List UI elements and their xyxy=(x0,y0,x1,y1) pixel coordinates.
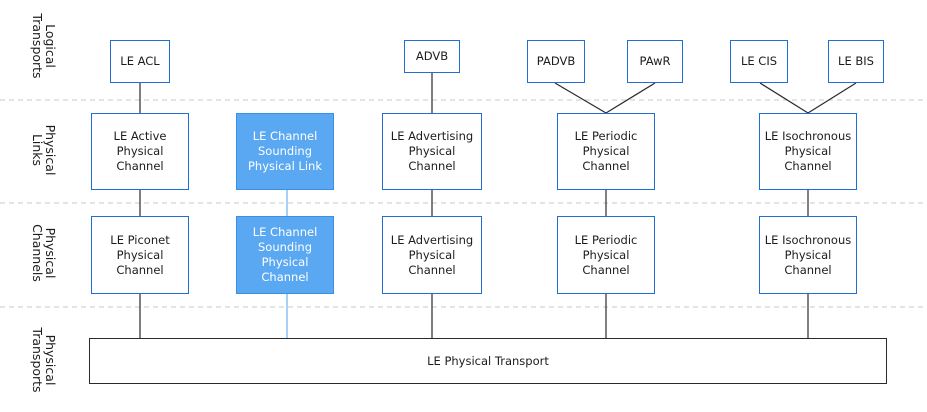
node-le-channel-sounding-physical-channel: LE Channel Sounding Physical Channel xyxy=(236,216,334,294)
connector-padvb xyxy=(554,82,607,114)
node-le-periodic-physical-channel-link: LE Periodic Physical Channel xyxy=(557,113,655,190)
node-le-periodic-physical-channel: LE Periodic Physical Channel xyxy=(557,216,655,294)
node-padvb: PADVB xyxy=(527,40,585,83)
connector-pawr xyxy=(605,82,656,114)
node-le-physical-transport: LE Physical Transport xyxy=(89,338,887,384)
node-le-isochronous-physical-channel-link: LE Isochronous Physical Channel xyxy=(759,113,857,190)
node-le-piconet-physical-channel: LE Piconet Physical Channel xyxy=(91,216,189,294)
row-label-logical-transports: Logical Transports xyxy=(30,13,58,79)
node-le-acl: LE ACL xyxy=(110,40,170,83)
node-le-active-physical-channel: LE Active Physical Channel xyxy=(91,113,189,190)
row-label-physical-links: Physical Links xyxy=(30,124,58,176)
row-label-physical-channels: Physical Channels xyxy=(30,224,58,282)
node-le-cis: LE CIS xyxy=(730,40,788,83)
connector-le-bis xyxy=(807,82,857,114)
node-pawr: PAwR xyxy=(627,40,683,83)
node-advb: ADVB xyxy=(404,40,460,73)
node-le-channel-sounding-physical-link: LE Channel Sounding Physical Link xyxy=(236,113,334,190)
row-label-physical-transports: Physical Transports xyxy=(30,327,58,393)
node-le-bis: LE BIS xyxy=(828,40,884,83)
node-le-advertising-physical-channel-link: LE Advertising Physical Channel xyxy=(382,113,482,190)
node-le-advertising-physical-channel: LE Advertising Physical Channel xyxy=(382,216,482,294)
connector-le-cis xyxy=(759,82,809,114)
node-le-isochronous-physical-channel: LE Isochronous Physical Channel xyxy=(759,216,857,294)
